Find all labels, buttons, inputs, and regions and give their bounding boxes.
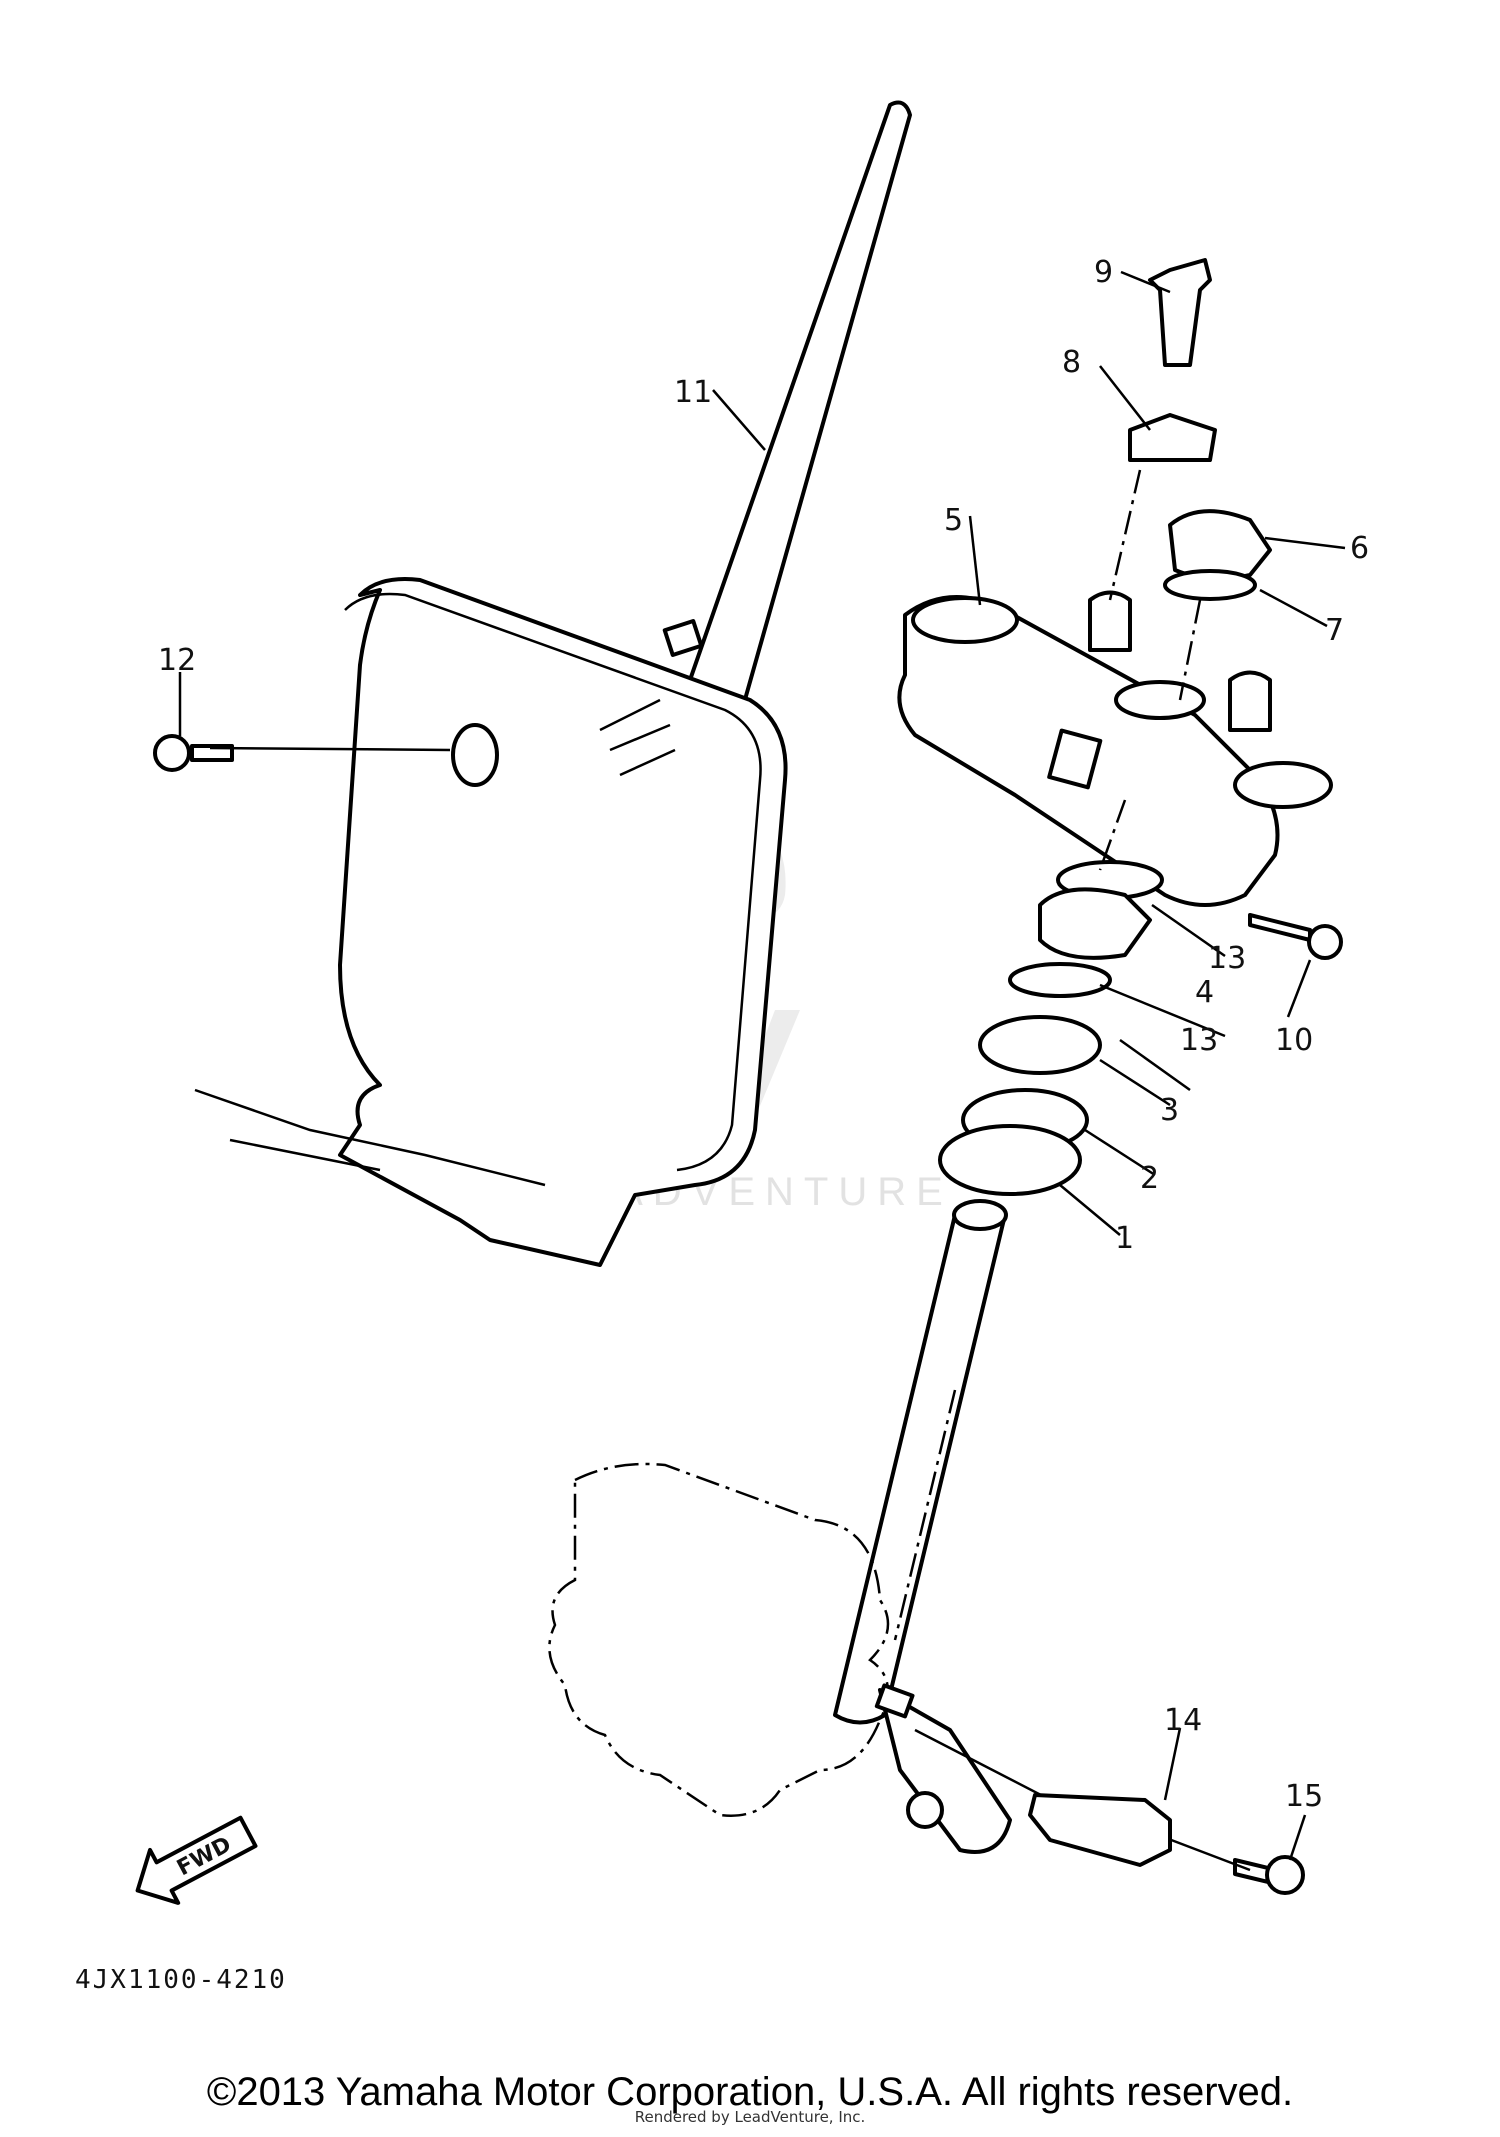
bearing-1 [938, 1124, 1082, 1196]
cover-3 [978, 1015, 1102, 1075]
diagram-code: 4JX1100-4210 [75, 1965, 287, 1995]
copyright-notice: ©2013 Yamaha Motor Corporation, U.S.A. A… [206, 2070, 1294, 2114]
ring-nut-4 [1038, 887, 1152, 960]
callout-15: 15 [1285, 1779, 1323, 1814]
washer-13b [1008, 962, 1112, 998]
bolt-12-head [153, 734, 191, 772]
number-plate [194, 100, 912, 1267]
handlebar-holder-8 [1128, 413, 1217, 462]
callout-8: 8 [1062, 345, 1081, 380]
callout-3: 3 [1160, 1093, 1179, 1128]
callout-13-lower: 13 [1180, 1023, 1218, 1058]
nut-6 [1168, 509, 1272, 581]
bolt-10-shank [1248, 913, 1312, 942]
callout-5: 5 [944, 503, 963, 538]
brake-hose-holder-14 [1028, 1793, 1172, 1867]
steering-stem [548, 1199, 1012, 1854]
bolt-10-head [1307, 924, 1343, 960]
callout-10: 10 [1275, 1023, 1313, 1058]
rendered-by-note: Rendered by LeadVenture, Inc. [634, 2108, 866, 2126]
callout-14: 14 [1164, 1703, 1202, 1738]
bolt-12-shank [190, 744, 234, 762]
callout-13-upper: 13 [1208, 941, 1246, 976]
upper-triple-clamp [897, 590, 1333, 907]
callout-6: 6 [1350, 531, 1369, 566]
callout-2: 2 [1140, 1161, 1159, 1196]
forward-arrow: FWD [135, 1815, 258, 1905]
callout-12: 12 [158, 643, 196, 678]
callout-4: 4 [1195, 975, 1214, 1010]
upper-parts [1108, 258, 1272, 701]
callout-11: 11 [674, 375, 712, 410]
washer-7 [1163, 569, 1257, 601]
callout-9: 9 [1094, 255, 1113, 290]
leader-lines [178, 270, 1346, 1861]
callout-1: 1 [1115, 1221, 1134, 1256]
bolt-9 [1148, 258, 1212, 367]
bearing-stack [938, 799, 1164, 1196]
callout-labels: 9 8 11 5 6 7 12 13 4 10 13 3 2 1 14 15 [158, 255, 1369, 1814]
callout-7: 7 [1325, 613, 1344, 648]
bolt-15-head [1265, 1855, 1305, 1895]
